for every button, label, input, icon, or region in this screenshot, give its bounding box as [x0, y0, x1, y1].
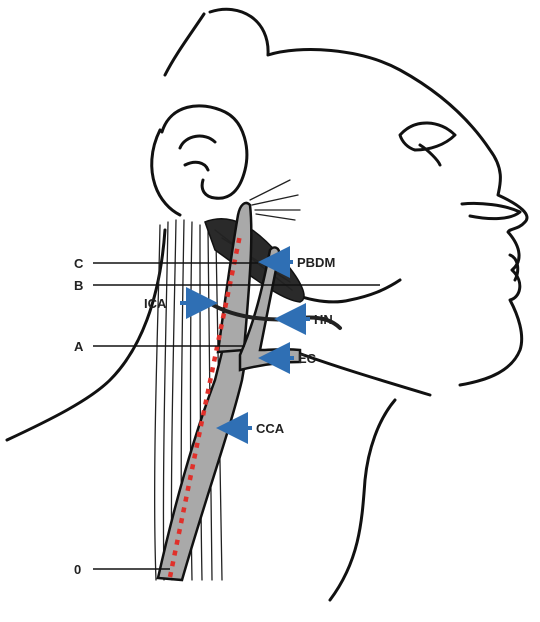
ear — [162, 106, 247, 198]
level-label-c: C — [74, 256, 84, 271]
eye — [400, 123, 455, 165]
hn-label: HN — [314, 312, 333, 327]
ec-label: EC — [298, 351, 317, 366]
pbdm-label: PBDM — [297, 255, 335, 270]
level-label-a: A — [74, 339, 84, 354]
stylohyoid-fibers — [250, 180, 300, 220]
mouth-region — [462, 203, 520, 280]
level-label-b: B — [74, 278, 83, 293]
ica-label: ICA — [144, 296, 167, 311]
level-label-zero: 0 — [74, 562, 81, 577]
cca-label: CCA — [256, 421, 285, 436]
